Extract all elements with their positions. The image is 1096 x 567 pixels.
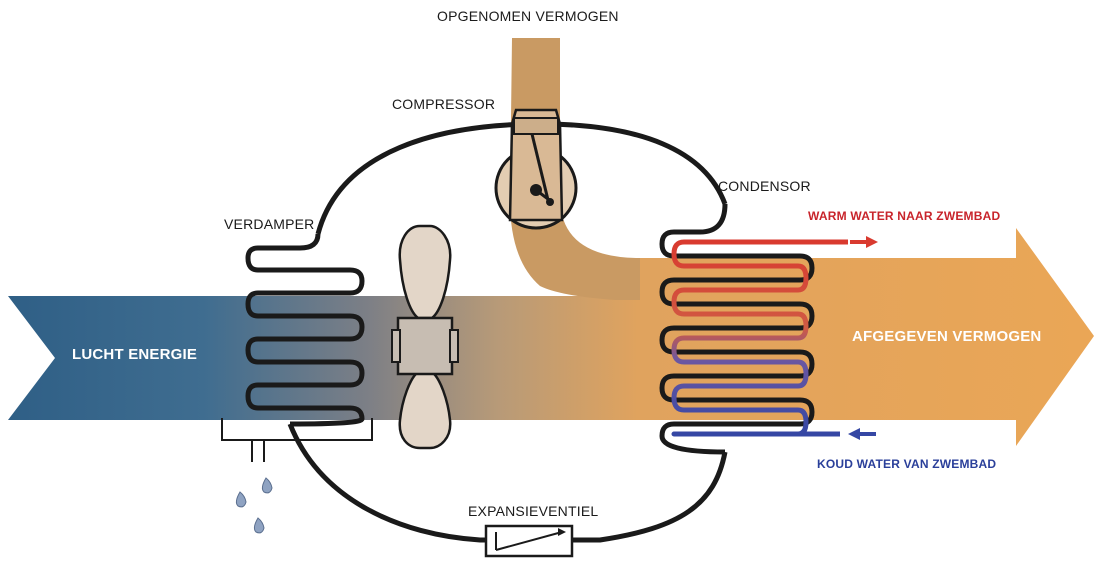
condenser-label: CONDENSOR xyxy=(718,178,811,194)
evaporator-coil xyxy=(245,233,365,427)
fan-icon xyxy=(391,224,459,450)
drip-tray xyxy=(221,418,373,462)
input-power-label: OPGENOMEN VERMOGEN xyxy=(437,8,619,24)
evaporator-label: VERDAMPER xyxy=(224,216,315,232)
energy-flow-arrow xyxy=(8,228,1094,446)
output-power-label: AFGEGEVEN VERMOGEN xyxy=(852,328,1042,345)
compressor-icon xyxy=(494,108,578,230)
expansion-valve-icon xyxy=(484,524,574,558)
arrow-left-icon xyxy=(848,428,876,440)
condenser-coil xyxy=(659,203,815,455)
water-droplet-icon xyxy=(235,477,273,534)
warm-water-label: WARM WATER NAAR ZWEMBAD xyxy=(808,209,1001,223)
cold-water-label: KOUD WATER VAN ZWEMBAD xyxy=(817,457,997,471)
input-power-flow xyxy=(510,38,640,300)
compressor-label: COMPRESSOR xyxy=(392,96,496,112)
air-energy-label: LUCHT ENERGIE xyxy=(72,346,198,363)
expansion-valve-label: EXPANSIEVENTIEL xyxy=(468,503,599,519)
arrow-right-icon xyxy=(850,236,878,248)
water-coil xyxy=(671,239,848,437)
refrigerant-line-bottom xyxy=(287,423,728,543)
